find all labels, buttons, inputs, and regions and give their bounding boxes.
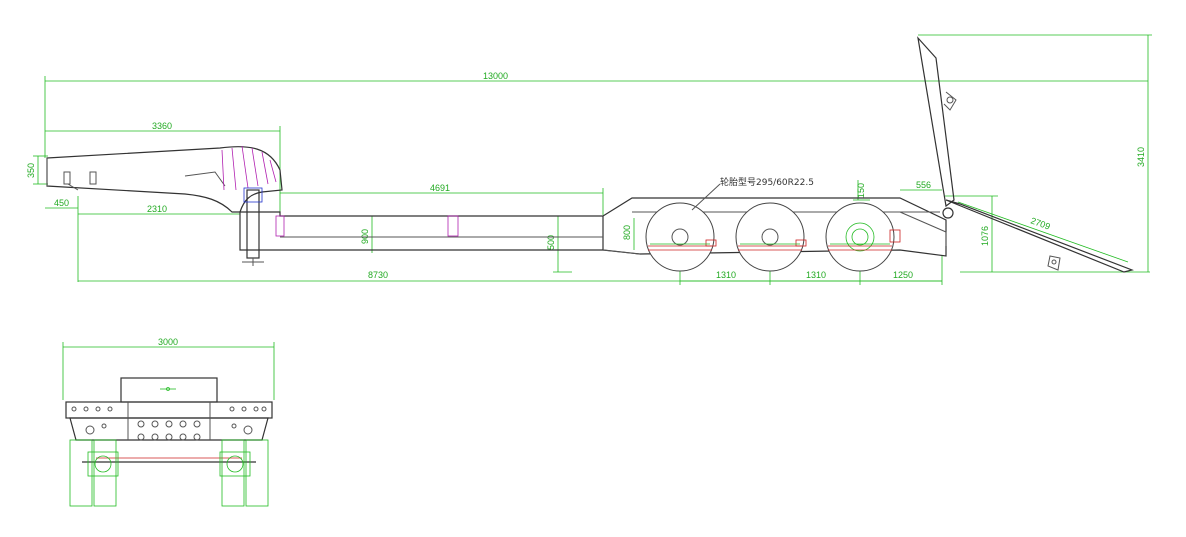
dim-kingpin-offset: 450 [54,198,69,208]
gooseneck-detail [221,145,277,191]
rear-beam [65,401,273,419]
dim-suspension-height: 150 [856,183,866,198]
tire-spec-label: 轮胎型号295/60R22.5 [720,176,814,188]
dim-overall-length: 13000 [483,71,508,81]
dim-axle-spacing-2: 1310 [806,270,826,280]
dim-rear-view-width: 3000 [158,337,178,347]
dim-gooseneck-height: 350 [26,163,36,178]
ramp-pivot [942,207,954,219]
trailer-side-view [46,145,947,266]
kingpin [63,171,71,185]
dim-rear-deck-height: 1076 [980,226,990,246]
rear-ramps [917,36,1134,273]
dimension-texts: 13000 3360 350 450 2310 4691 8730 900 50… [26,71,1146,280]
wheel-1 [645,202,715,272]
landing-leg [242,187,264,266]
dim-step-height-1: 500 [546,235,556,250]
rear-holes [71,406,267,441]
dim-ramp-length: 2709 [1029,215,1051,231]
dim-axle-spacing-1: 1310 [716,270,736,280]
dim-well-depth: 900 [360,229,370,244]
dim-step-height-2: 800 [622,225,632,240]
leaf-springs [648,245,892,251]
lowered-ramp [945,199,1134,273]
rear-view: 3000 [62,337,275,507]
tire-annotation: 轮胎型号295/60R22.5 [691,176,814,211]
dim-deck-length: 8730 [368,270,388,280]
dim-ramp-pivot-offset: 556 [916,180,931,190]
wheels [645,202,901,272]
rear-wheels [69,439,269,507]
raised-ramp [917,36,955,208]
dim-ramp-raised-height: 3410 [1136,147,1146,167]
dim-well-length: 4691 [430,183,450,193]
gooseneck [46,146,283,213]
wheel-2 [735,202,805,272]
dim-rear-overhang: 1250 [893,270,913,280]
dim-gooseneck-length: 3360 [152,121,172,131]
dim-landing-leg-distance: 2310 [147,204,167,214]
dimension-lines [33,34,1152,285]
wheel-3 [825,202,895,272]
